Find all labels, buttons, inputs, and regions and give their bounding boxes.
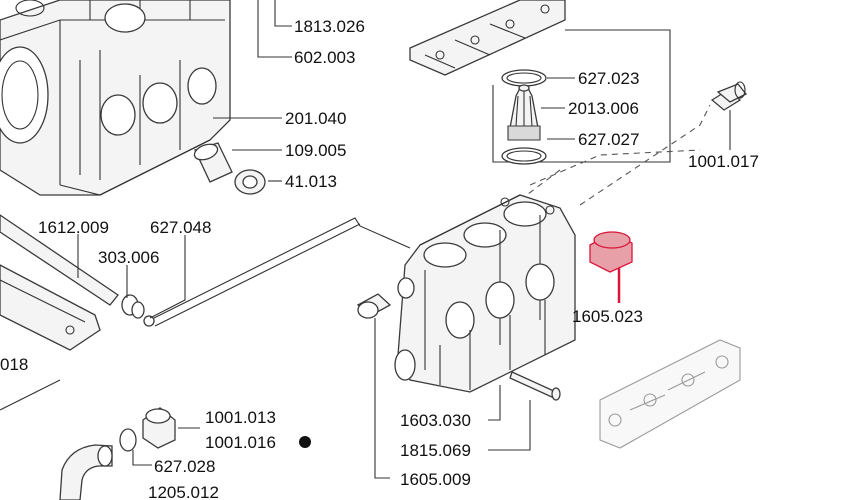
side-leader-lines	[0, 379, 61, 411]
plug-1605-023-highlighted	[589, 231, 633, 303]
plug-1001-017	[710, 81, 748, 150]
oring-627-028	[119, 428, 152, 466]
label-1001-017: 1001.017	[688, 152, 759, 171]
oring-627-048	[143, 315, 155, 327]
label-627-028: 627.028	[154, 457, 215, 476]
label-1605-009: 1605.009	[400, 470, 471, 489]
leader-lines-valve	[541, 77, 575, 140]
label-1603-030: 1603.030	[400, 411, 471, 430]
label-1001-016: 1001.016	[205, 433, 276, 452]
label-1612-009: 1612.009	[38, 218, 109, 237]
label-303-006: 303.006	[98, 248, 159, 267]
label-1815-069: 1815.069	[400, 441, 471, 460]
label-41-013: 41.013	[285, 172, 337, 191]
valve-bracket	[492, 29, 671, 163]
valve-cover-plate	[409, 0, 566, 76]
pump-head-manifold	[394, 194, 576, 393]
label-627-023: 627.023	[578, 69, 639, 88]
plug-side	[356, 293, 392, 479]
leader-lines-tubes	[77, 234, 186, 319]
highlighted-plug-top	[593, 231, 631, 249]
oring-627-023	[501, 69, 547, 87]
label-1813-026: 1813.026	[294, 17, 365, 36]
leader-lines-crankcase	[213, 0, 292, 182]
oring-303-006	[121, 294, 145, 319]
side-plate-left	[0, 264, 101, 351]
screw-1815-069	[509, 371, 561, 401]
leader-lines-manifold	[488, 385, 531, 451]
fitting-1001-013	[142, 407, 200, 449]
marker-dot	[299, 436, 311, 448]
oring-627-027	[501, 147, 547, 165]
label-602-003: 602.003	[294, 48, 355, 67]
crankcase-housing	[0, 0, 231, 196]
bushing-part	[193, 142, 233, 183]
label-627-027: 627.027	[578, 130, 639, 149]
label-1001-013: 1001.013	[205, 408, 276, 427]
label-2013-006: 2013.006	[568, 99, 639, 118]
label-627-048: 627.048	[150, 218, 211, 237]
label-1605-023: 1605.023	[572, 307, 643, 326]
valve-2013-006	[507, 84, 541, 141]
elbow-1205-012	[59, 444, 113, 500]
zigzag-leader	[149, 217, 411, 327]
label-018: 018	[0, 355, 28, 374]
dashed-guides	[519, 104, 711, 206]
tube-1612-009	[0, 214, 119, 306]
seal-part	[234, 169, 266, 195]
label-1205-012: 1205.012	[148, 483, 219, 500]
valve-plate-bottom-right	[599, 339, 741, 449]
label-109-005: 109.005	[285, 141, 346, 160]
label-201-040: 201.040	[285, 109, 346, 128]
